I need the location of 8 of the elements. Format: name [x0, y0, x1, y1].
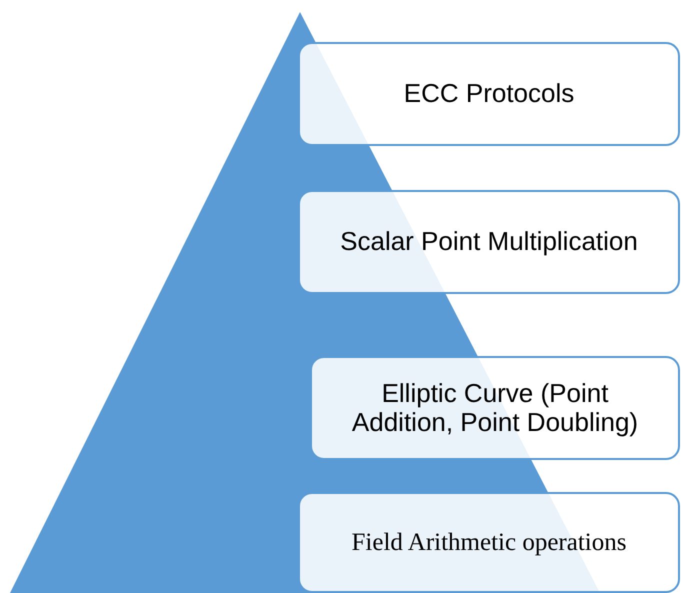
layer-label: ECC Protocols	[404, 79, 574, 109]
layer-label: Field Arithmetic operations	[352, 528, 626, 556]
layer-box	[298, 190, 680, 294]
layer-box	[298, 492, 680, 593]
layer-label: Elliptic Curve (Point Addition, Point Doubling)	[350, 378, 640, 438]
layer-box	[310, 356, 680, 460]
layer-label: Scalar Point Multiplication	[340, 227, 638, 257]
layer-box	[298, 42, 680, 146]
